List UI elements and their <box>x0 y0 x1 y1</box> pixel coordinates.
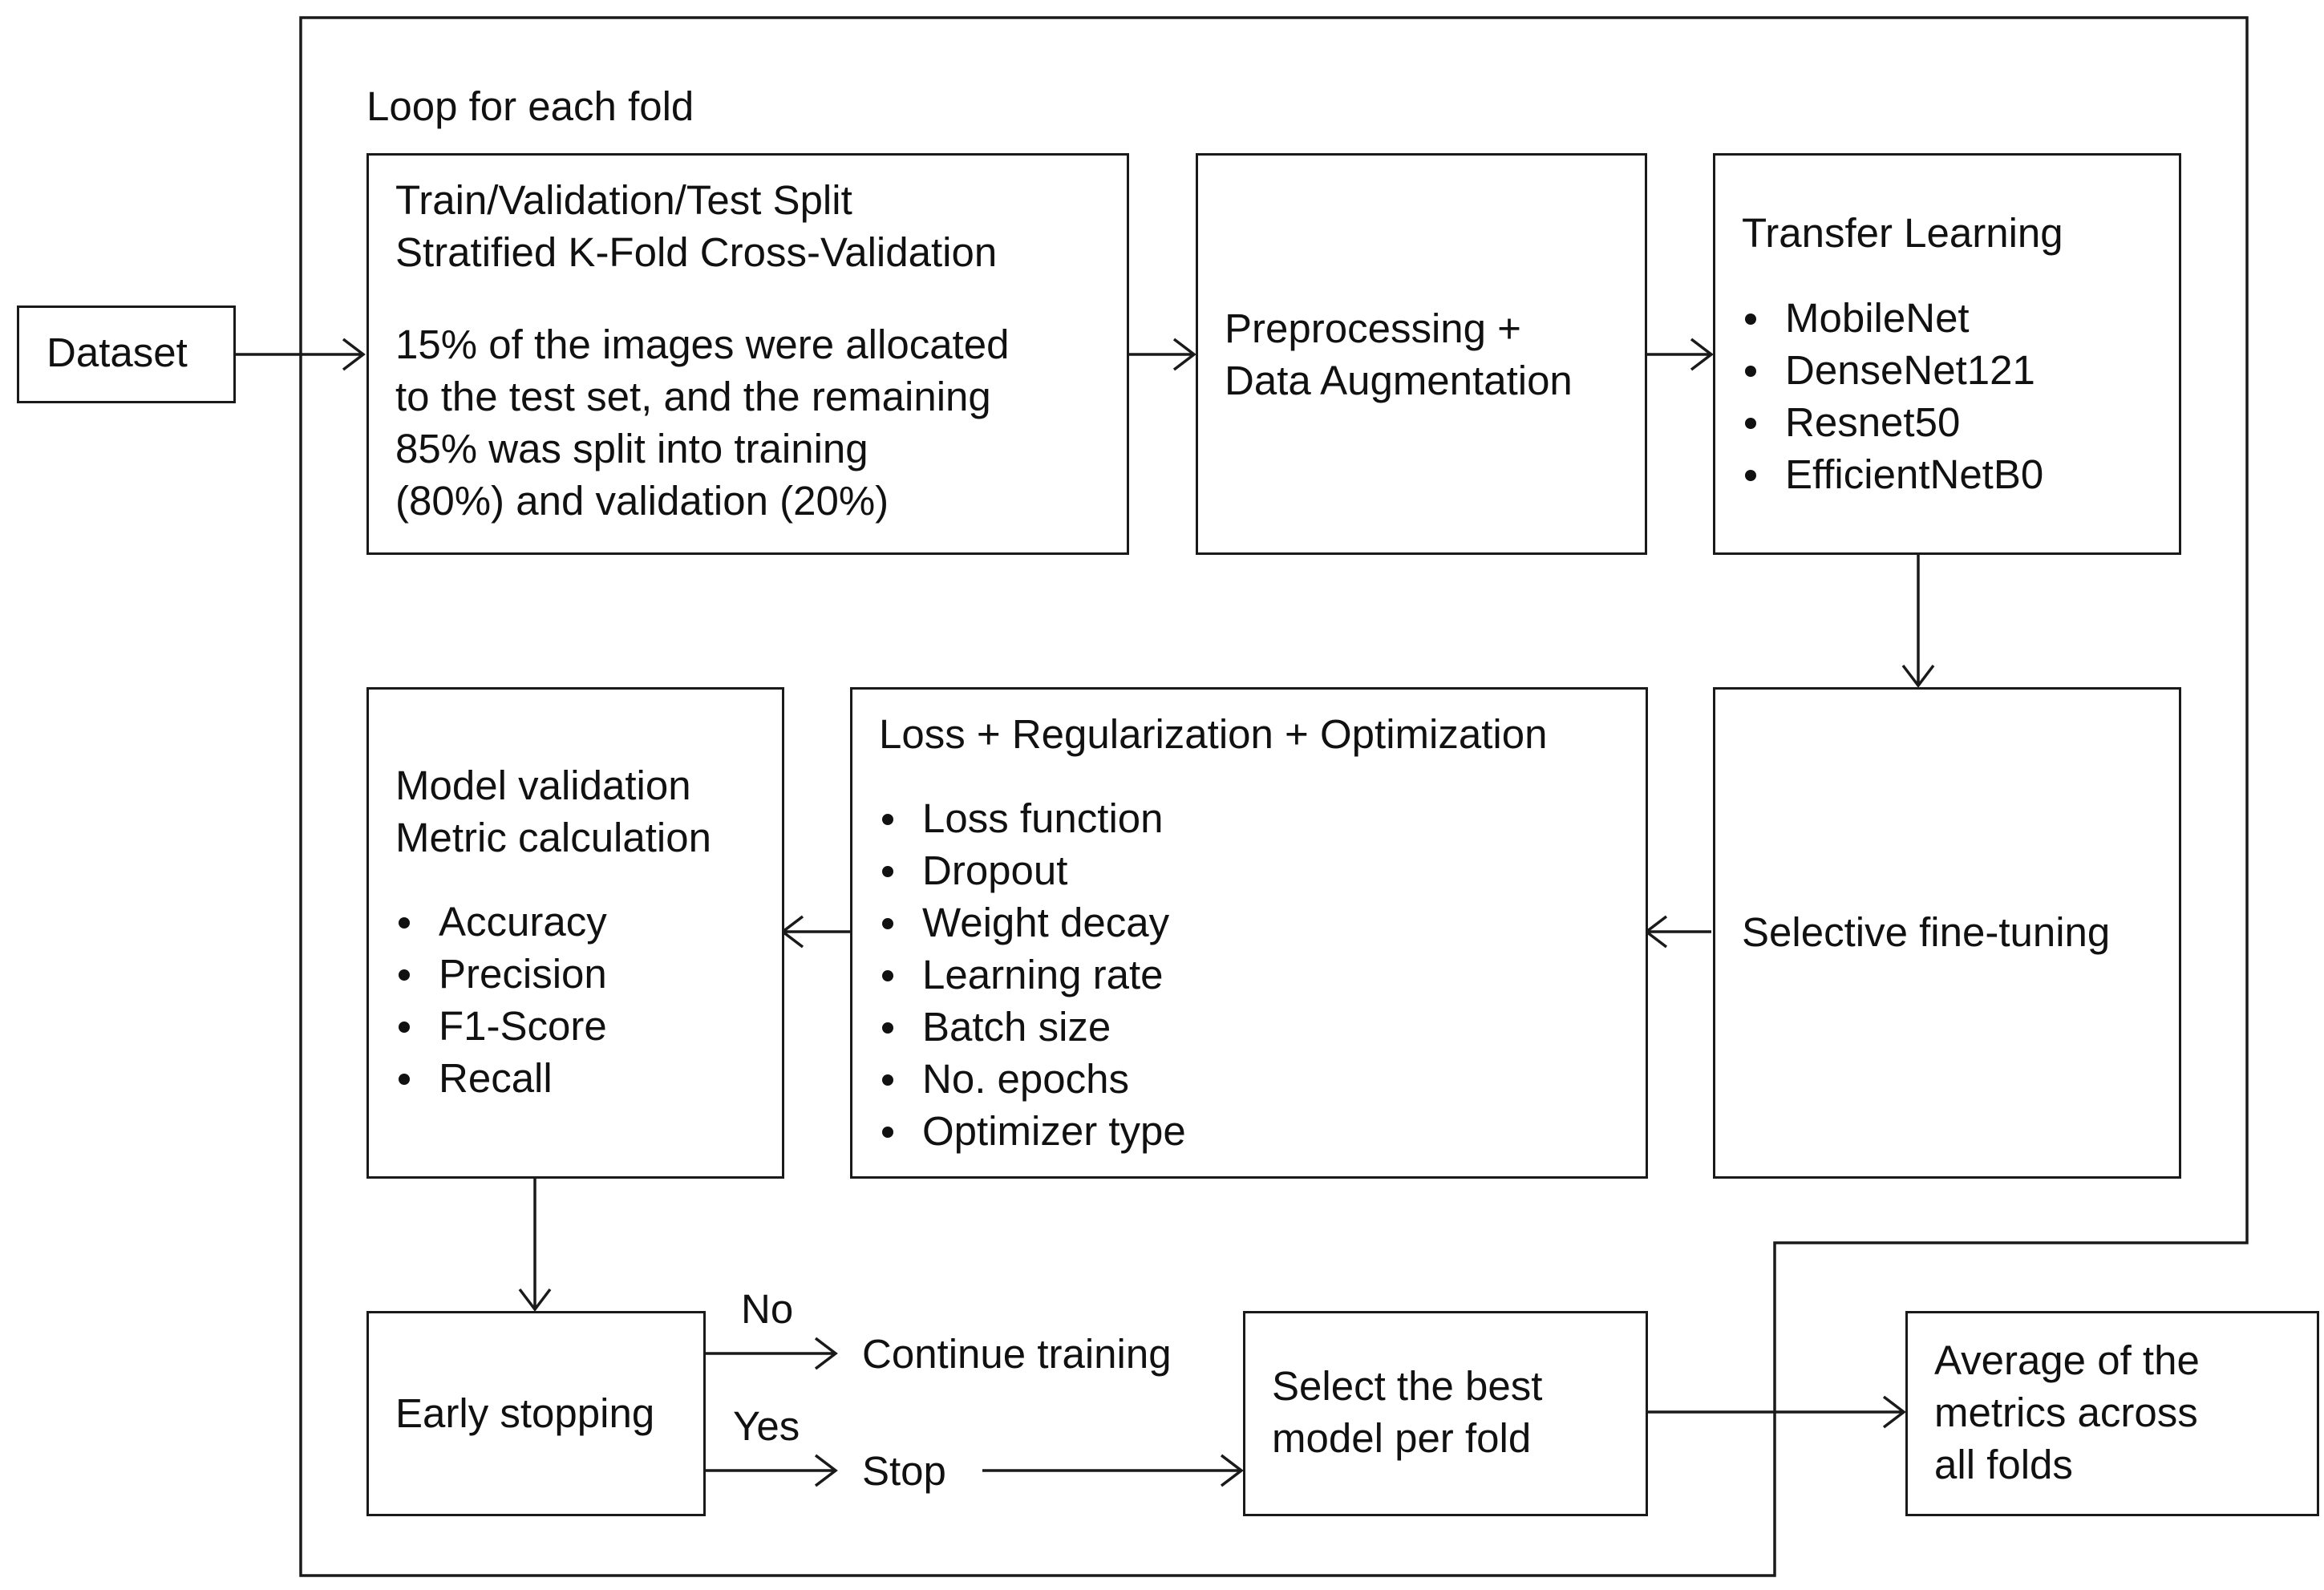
arrow-no-branch <box>704 1337 838 1370</box>
split-title-line: Train/Validation/Test Split <box>395 177 852 223</box>
hyperparameter-item: Optimizer type <box>879 1105 1186 1157</box>
select-best-line: model per fold <box>1272 1415 1532 1461</box>
transfer-learning-list: MobileNet DenseNet121 Resnet50 Efficient… <box>1742 292 2043 500</box>
model-item: MobileNet <box>1742 292 2043 344</box>
split-description: 15% of the images were allocated to the … <box>395 318 1009 527</box>
model-item: EfficientNetB0 <box>1742 448 2043 500</box>
arrow-preprocessing-to-transfer <box>1645 338 1714 371</box>
early-stopping-label: Early stopping <box>395 1390 655 1436</box>
loop-boundary <box>299 16 2249 1577</box>
arrow-finetuning-to-loss <box>1644 915 1711 949</box>
arrow-dataset-to-split <box>234 338 366 371</box>
select-best-label: Select the best model per fold <box>1272 1360 1542 1464</box>
stop-label: Stop <box>862 1448 946 1494</box>
yes-label: Yes <box>733 1403 800 1449</box>
preprocessing-line: Data Augmentation <box>1225 358 1573 403</box>
transfer-learning-box: Transfer Learning MobileNet DenseNet121 … <box>1713 153 2181 555</box>
arrow-stop-to-select <box>982 1454 1244 1487</box>
dataset-label: Dataset <box>47 330 188 375</box>
arrow-yes-branch <box>704 1454 838 1487</box>
arrow-select-to-average <box>1646 1395 1906 1429</box>
early-stopping-box: Early stopping <box>366 1311 706 1516</box>
hyperparameter-item: Loss function <box>879 792 1186 844</box>
split-description-line: 15% of the images were allocated <box>395 322 1010 367</box>
loss-regularization-title: Loss + Regularization + Optimization <box>879 711 1548 757</box>
split-description-line: (80%) and validation (20%) <box>395 478 889 524</box>
arrow-transfer-to-finetuning <box>1901 553 1935 688</box>
continue-training-label: Continue training <box>862 1331 1172 1377</box>
loss-regularization-box: Loss + Regularization + Optimization Los… <box>850 687 1648 1179</box>
metrics-list: Accuracy Precision F1-Score Recall <box>395 896 607 1104</box>
fine-tuning-label: Selective fine-tuning <box>1742 909 2111 955</box>
model-validation-title-line: Metric calculation <box>395 815 711 860</box>
no-label: No <box>741 1286 794 1332</box>
loop-label: Loop for each fold <box>366 83 694 129</box>
hyperparameter-item: Dropout <box>879 844 1186 896</box>
average-line: Average of the <box>1934 1337 2200 1383</box>
metric-item: Accuracy <box>395 896 607 948</box>
select-best-box: Select the best model per fold <box>1243 1311 1648 1516</box>
arrow-loss-to-validation <box>780 915 850 949</box>
average-line: all folds <box>1934 1442 2073 1487</box>
transfer-learning-title: Transfer Learning <box>1742 210 2063 256</box>
model-validation-box: Model validation Metric calculation Accu… <box>366 687 784 1179</box>
split-title: Train/Validation/Test Split Stratified K… <box>395 174 997 278</box>
preprocessing-box: Preprocessing + Data Augmentation <box>1196 153 1647 555</box>
preprocessing-label: Preprocessing + Data Augmentation <box>1225 302 1573 407</box>
metric-item: Recall <box>395 1052 607 1104</box>
arrow-validation-to-earlystop <box>518 1177 552 1312</box>
loss-regularization-list: Loss function Dropout Weight decay Learn… <box>879 792 1186 1157</box>
average-line: metrics across <box>1934 1390 2198 1435</box>
split-title-line: Stratified K-Fold Cross-Validation <box>395 229 998 275</box>
fine-tuning-box: Selective fine-tuning <box>1713 687 2181 1179</box>
select-best-line: Select the best <box>1272 1363 1543 1409</box>
arrow-split-to-preprocessing <box>1128 338 1196 371</box>
preprocessing-line: Preprocessing + <box>1225 305 1521 351</box>
split-description-line: to the test set, and the remaining <box>395 374 991 419</box>
split-description-line: 85% was split into training <box>395 426 868 471</box>
hyperparameter-item: No. epochs <box>879 1053 1186 1105</box>
model-validation-title: Model validation Metric calculation <box>395 759 711 864</box>
model-validation-title-line: Model validation <box>395 763 691 808</box>
hyperparameter-item: Learning rate <box>879 949 1186 1001</box>
hyperparameter-item: Weight decay <box>879 896 1186 949</box>
dataset-box: Dataset <box>17 305 236 403</box>
model-item: DenseNet121 <box>1742 344 2043 396</box>
metric-item: Precision <box>395 948 607 1000</box>
model-item: Resnet50 <box>1742 396 2043 448</box>
metric-item: F1-Score <box>395 1000 607 1052</box>
average-label: Average of the metrics across all folds <box>1934 1334 2200 1491</box>
split-box: Train/Validation/Test Split Stratified K… <box>366 153 1129 555</box>
hyperparameter-item: Batch size <box>879 1001 1186 1053</box>
average-box: Average of the metrics across all folds <box>1905 1311 2319 1516</box>
